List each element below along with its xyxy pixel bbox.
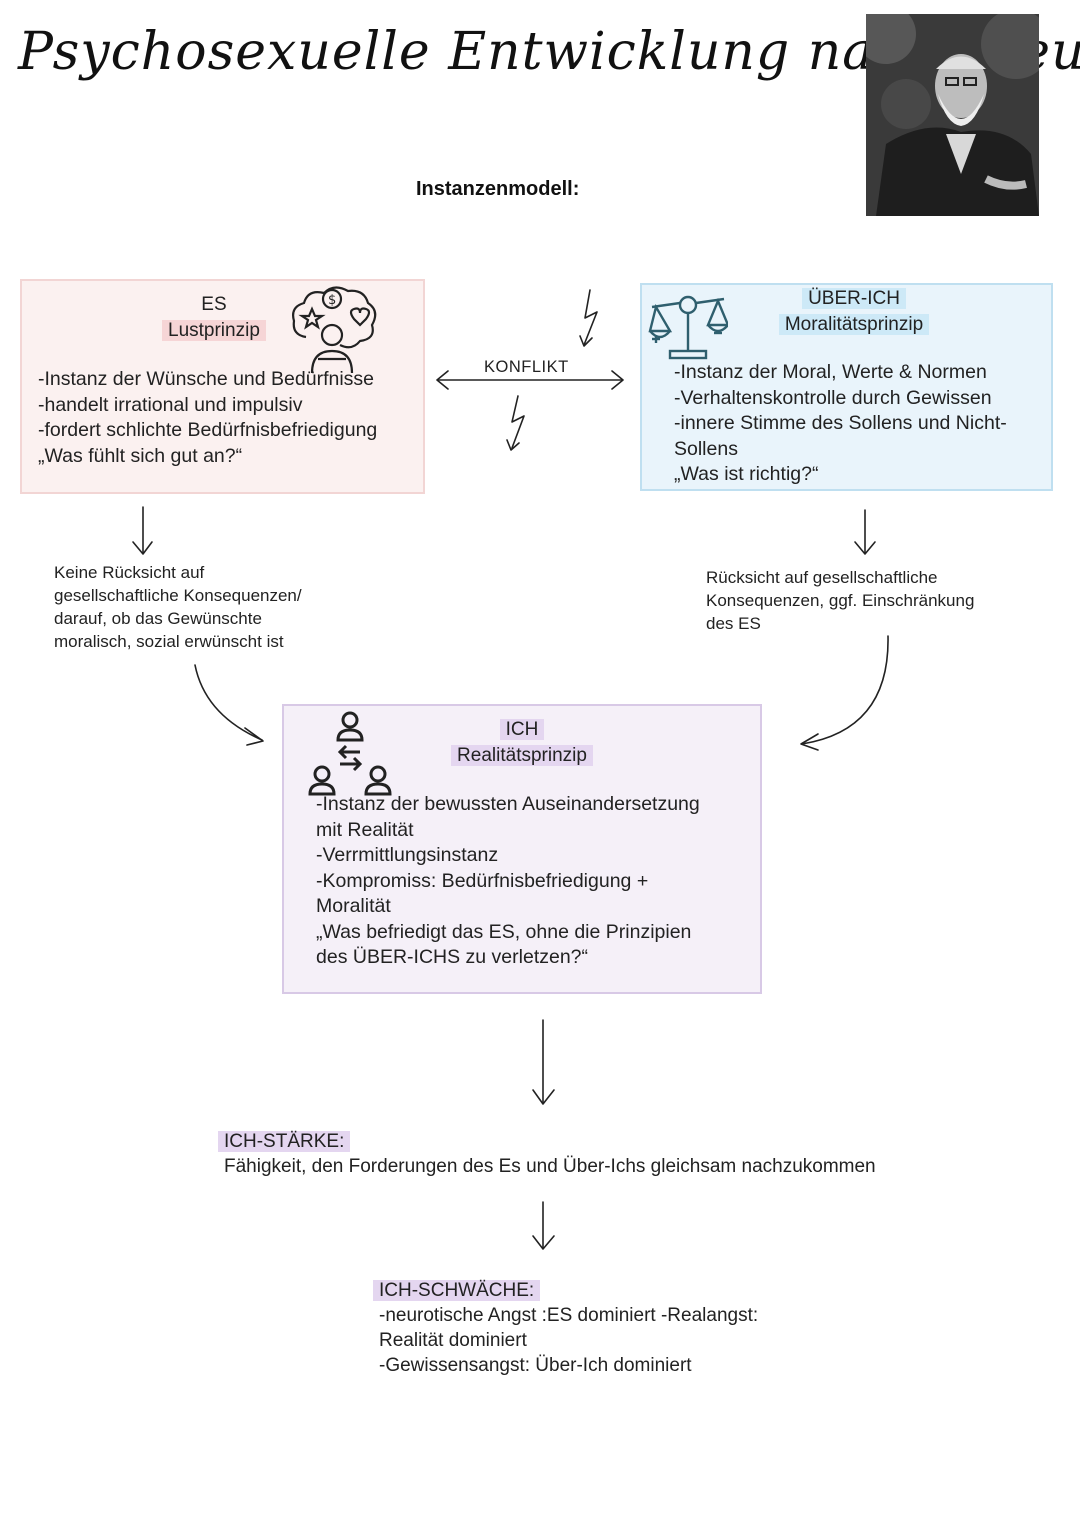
ueber-ich-consequence-line: Rücksicht auf gesellschaftliche — [706, 568, 938, 587]
svg-text:$: $ — [328, 293, 336, 308]
ich-description: -Instanz der bewussten Auseinandersetzun… — [316, 792, 700, 971]
es-description: -Instanz der Wünsche und Bedürfnisse -ha… — [38, 367, 377, 469]
ueber-ich-line: „Was ist richtig?“ — [674, 463, 819, 485]
ich-schwaeche-line: -neurotische Angst :ES dominiert -Realan… — [379, 1305, 759, 1326]
ueber-ich-line: -Verhaltenskontrolle durch Gewissen — [674, 386, 992, 409]
ueber-ich-line: Sollens — [674, 437, 738, 460]
ich-schwaeche-line: Realität dominiert — [379, 1330, 527, 1351]
es-principle: Lustprinzip — [162, 320, 266, 341]
ich-schwaeche-text: -neurotische Angst :ES dominiert -Realan… — [379, 1303, 758, 1378]
ich-line: -Instanz der bewussten Auseinandersetzun… — [316, 793, 700, 815]
ich-schwaeche-line: -Gewissensangst: Über-Ich dominiert — [379, 1355, 692, 1376]
section-title: Instanzenmodell: — [416, 178, 580, 200]
ich-box: ICH Realitätsprinzip -Instanz der bewuss… — [282, 704, 762, 994]
ich-line: des ÜBER-ICHS zu verletzen?“ — [316, 946, 589, 968]
ich-schwaeche-heading: ICH-SCHWÄCHE: — [373, 1278, 541, 1303]
ich-name: ICH — [499, 719, 545, 740]
ueber-ich-principle: Moralitätsprinzip — [778, 314, 930, 335]
ueber-ich-line: -Instanz der Moral, Werte & Normen — [674, 361, 987, 383]
es-name: ES — [201, 294, 227, 315]
es-line: „Was fühlt sich gut an?“ — [38, 444, 243, 467]
es-box: ES Lustprinzip $ -Instanz der Wünsche un… — [20, 279, 425, 494]
es-consequence-line: darauf, ob das Gewünschte — [54, 609, 262, 628]
es-heading: ES Lustprinzip — [162, 292, 266, 344]
es-line: -fordert schlichte Bedürfnisbefriedigung — [38, 419, 378, 441]
thought-bubble-person-icon: $ — [288, 285, 380, 378]
es-consequence-line: moralisch, sozial erwünscht ist — [54, 632, 284, 651]
ich-staerke-heading: ICH-STÄRKE: — [218, 1129, 351, 1154]
ueber-ich-description: -Instanz der Moral, Werte & Normen -Verh… — [674, 360, 1007, 488]
ueber-ich-consequence-line: Konsequenzen, ggf. Einschränkung — [706, 591, 975, 610]
ich-line: -Verrmittlungsinstanz — [316, 844, 499, 866]
ueber-ich-consequence-line: des ES — [706, 614, 761, 633]
ich-line: Moralität — [316, 895, 391, 917]
ich-principle: Realitätsprinzip — [451, 745, 593, 766]
ich-staerke-text: Fähigkeit, den Forderungen des Es und Üb… — [224, 1156, 876, 1177]
conflict-label: KONFLIKT — [484, 358, 569, 376]
ueber-ich-box: ÜBER-ICH Moralitätsprinzip -Instanz der … — [640, 283, 1053, 491]
es-consequence: Keine Rücksicht auf gesellschaftliche Ko… — [54, 561, 302, 653]
ich-heading: ICH Realitätsprinzip — [442, 717, 602, 769]
ueber-ich-name: ÜBER-ICH — [802, 288, 906, 309]
portrait-photo — [866, 14, 1039, 216]
scales-icon — [648, 291, 730, 366]
es-consequence-line: gesellschaftliche Konsequenzen/ — [54, 586, 302, 605]
ueber-ich-line: -innere Stimme des Sollens und Nicht- — [674, 412, 1007, 434]
ich-line: „Was befriedigt das ES, ohne die Prinzip… — [316, 920, 692, 943]
es-line: -handelt irrational und impulsiv — [38, 393, 303, 416]
ich-line: -Kompromiss: Bedürfnisbefriedigung + — [316, 869, 649, 892]
ich-line: mit Realität — [316, 818, 414, 841]
ueber-ich-consequence: Rücksicht auf gesellschaftliche Konseque… — [706, 566, 974, 635]
ueber-ich-heading: ÜBER-ICH Moralitätsprinzip — [774, 286, 934, 338]
es-line: -Instanz der Wünsche und Bedürfnisse — [38, 368, 375, 390]
people-exchange-icon — [306, 710, 396, 801]
es-consequence-line: Keine Rücksicht auf — [54, 563, 205, 582]
